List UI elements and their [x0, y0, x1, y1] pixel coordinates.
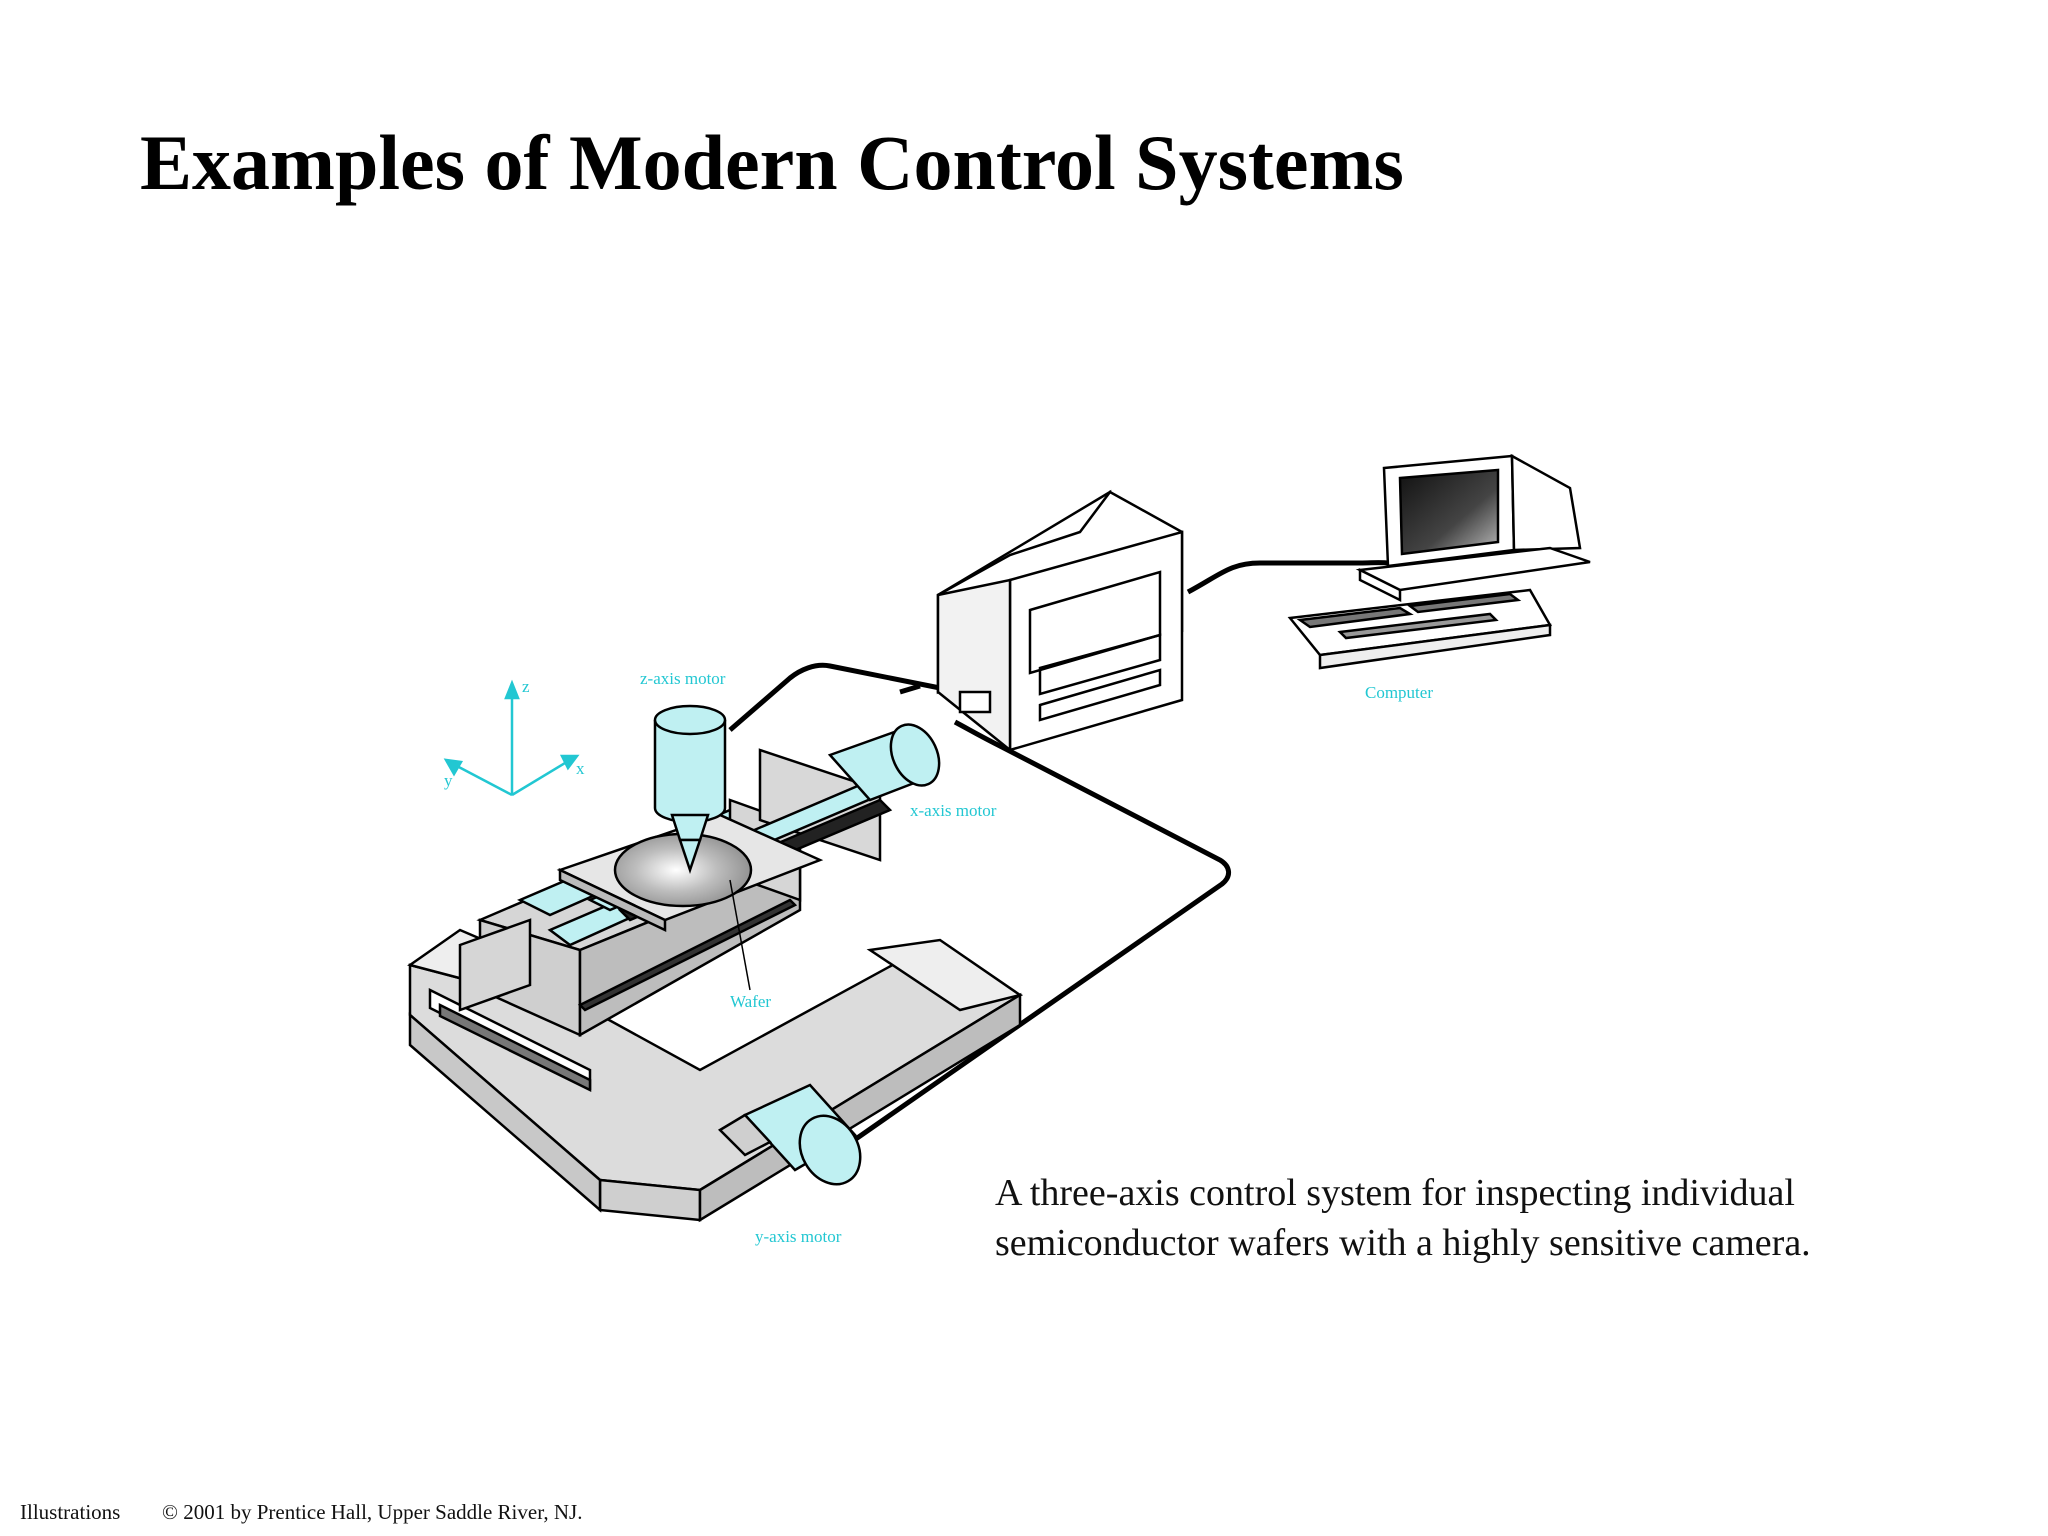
wafer-label: Wafer: [730, 992, 771, 1011]
controller-box: [936, 489, 1184, 753]
y-axis-motor: [717, 1083, 862, 1186]
x-axis-motor-label: x-axis motor: [910, 801, 997, 820]
slide-title: Examples of Modern Control Systems: [140, 119, 1404, 206]
axis-z-label: z: [522, 677, 530, 696]
y-axis-motor-label: y-axis motor: [755, 1227, 842, 1246]
footer-illustrations: Illustrations: [20, 1500, 121, 1524]
figure-caption: A three-axis control system for inspecti…: [995, 1168, 1811, 1268]
cable-controller-zmotor: [728, 662, 941, 732]
coordinate-axes: [443, 679, 580, 797]
z-axis-motor-label: z-axis motor: [640, 669, 726, 688]
caption-line-2: semiconductor wafers with a highly sensi…: [995, 1222, 1811, 1264]
computer: [1287, 453, 1591, 670]
axis-y-label: y: [444, 771, 453, 790]
footer-copyright: © 2001 by Prentice Hall, Upper Saddle Ri…: [162, 1500, 583, 1524]
caption-line-1: A three-axis control system for inspecti…: [995, 1172, 1795, 1214]
computer-label: Computer: [1365, 683, 1433, 702]
cable-controller-ymotor: [838, 719, 1231, 1153]
x-axis-motor: [827, 723, 941, 802]
cable-controller-xmotor: [899, 683, 921, 695]
z-axis-motor-camera: [653, 704, 727, 874]
axis-x-label: x: [576, 759, 585, 778]
three-axis-system-illustration: Computer y-axis motor x-axis m: [407, 453, 1591, 1246]
